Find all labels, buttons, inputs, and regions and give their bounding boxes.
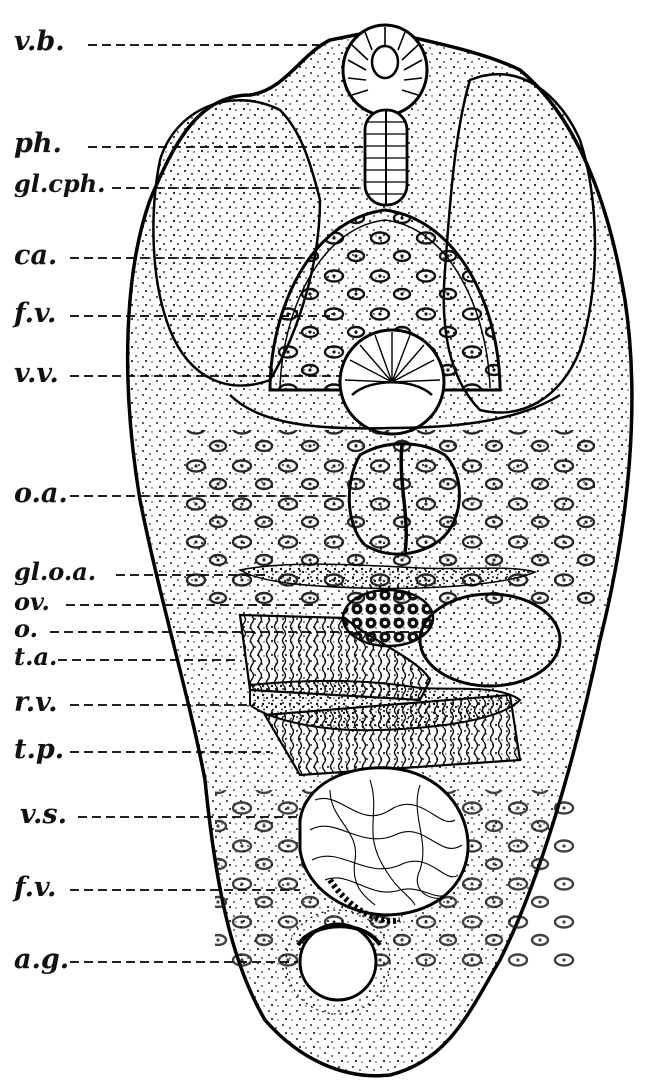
label-ph: ph. [14,130,62,157]
label-oa: o.a. [14,480,68,507]
label-rv: r.v. [14,689,58,716]
ootype-sac [420,594,560,686]
label-vv: v.v. [14,360,59,387]
seminal-vesicle [300,768,468,915]
label-vs: v.s. [20,801,67,828]
label-ca: ca. [14,242,57,269]
label-glcph: gl.cph. [14,172,105,196]
label-vb: v.b. [14,28,65,55]
label-fv1: f.v. [14,300,56,327]
label-ov: ov. [14,590,50,614]
label-ag: a.g. [14,946,69,973]
label-ta: t.a. [14,645,57,669]
label-gloa: gl.o.a. [14,560,96,584]
label-tp: t.p. [14,736,64,763]
label-fv2: f.v. [14,874,56,901]
label-o: o. [14,617,38,641]
